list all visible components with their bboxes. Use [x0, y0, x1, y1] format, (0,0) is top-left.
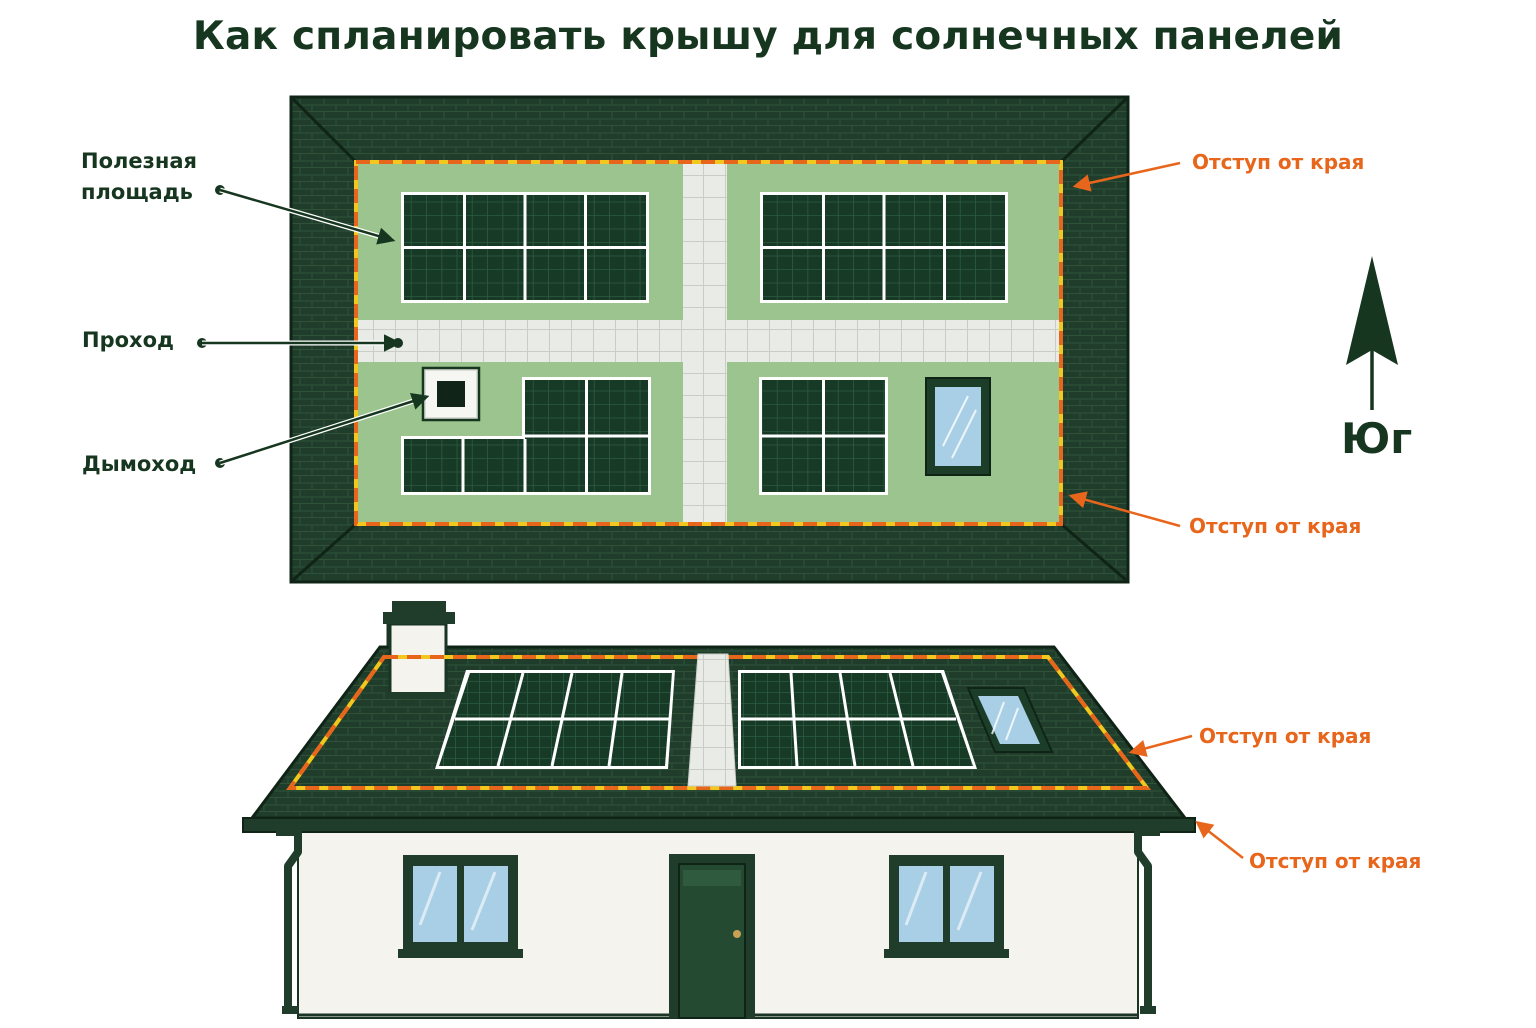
label-edge-setback-1: Отступ от края — [1192, 150, 1365, 174]
solar-array-top-left — [401, 192, 649, 303]
roof-top-view — [289, 95, 1130, 584]
label-edge-setback-4: Отступ от края — [1249, 849, 1422, 873]
label-usable-area: Полезная площадь — [81, 146, 197, 208]
skylight-icon — [925, 377, 991, 476]
edge-setback-line-front — [286, 655, 1152, 790]
edge-setback-line — [354, 160, 1063, 526]
skylight-front-icon — [966, 687, 1054, 753]
label-edge-setback-3: Отступ от края — [1199, 724, 1372, 748]
window-left-icon — [398, 855, 523, 958]
solar-array-front-left — [435, 670, 675, 769]
chimney-front-icon — [383, 601, 455, 698]
label-walkway: Проход — [82, 328, 174, 352]
label-chimney: Дымоход — [82, 452, 197, 476]
north-arrow-icon — [1346, 256, 1398, 410]
label-south: Юг — [1341, 414, 1413, 463]
solar-array-top-right — [760, 192, 1008, 303]
label-usable-area-line2: площадь — [81, 180, 193, 204]
label-edge-setback-2: Отступ от края — [1189, 514, 1362, 538]
solar-array-front-right — [738, 670, 977, 769]
solar-array-bottom-left — [401, 377, 651, 495]
house-front-view — [242, 601, 1196, 1019]
label-usable-area-line1: Полезная — [81, 149, 197, 173]
solar-array-bottom-right — [759, 377, 888, 495]
walkway-horizontal — [358, 320, 1059, 362]
chimney-icon — [421, 366, 481, 422]
page-title: Как спланировать крышу для солнечных пан… — [192, 14, 1344, 59]
door-icon — [669, 854, 755, 1019]
window-right-icon — [884, 855, 1009, 958]
